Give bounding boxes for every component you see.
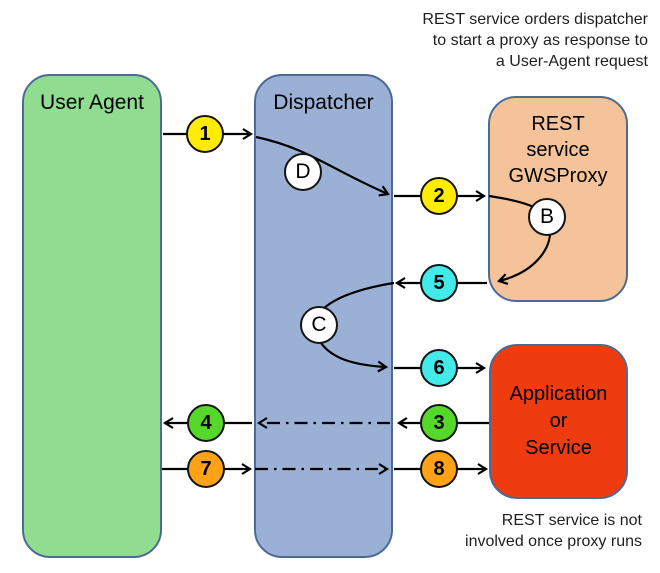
application-label-line3: Service [525, 437, 592, 459]
rest-service-label-line1: REST [531, 113, 585, 135]
rest-service-label-line2: service [526, 139, 590, 161]
flow-d-curve-inside-dispatcher [255, 135, 390, 197]
dispatcher-label: Dispatcher [273, 91, 374, 114]
dispatcher-box: Dispatcher [254, 74, 393, 558]
application-box: Application or Service [489, 344, 628, 499]
note-top-line2: to start a proxy as response to [432, 32, 648, 49]
letter-circle-d: D [284, 153, 322, 191]
rest-service-label-line3: GWSProxy [508, 165, 608, 187]
user-agent-label: User Agent [40, 91, 144, 114]
application-label-line2: or [549, 410, 568, 432]
step-circle-1: 1 [186, 115, 224, 153]
note-top-line3: a User-Agent request [495, 53, 648, 70]
letter-circle-c: C [300, 306, 338, 344]
flow-c-curve-in [321, 281, 395, 311]
user-agent-box: User Agent [22, 74, 162, 558]
application-label-line1: Application [509, 383, 608, 405]
step-circle-5: 5 [420, 264, 458, 302]
step-circle-2: 2 [420, 177, 458, 215]
step-circle-6: 6 [420, 349, 458, 387]
note-bottom-line2: involved once proxy runs [465, 533, 642, 550]
note-rest-orders-dispatcher: REST service orders dispatcher to start … [422, 9, 648, 72]
note-rest-not-involved: REST service is not involved once proxy … [465, 510, 642, 552]
flow-c-curve-out [320, 342, 389, 373]
step-circle-4: 4 [187, 404, 225, 442]
note-top-line1: REST service orders dispatcher [422, 11, 648, 28]
step-circle-3: 3 [420, 404, 458, 442]
letter-circle-b: B [528, 198, 566, 236]
step-circle-8: 8 [420, 450, 458, 488]
step-circle-7: 7 [187, 450, 225, 488]
note-bottom-line1: REST service is not [501, 512, 642, 529]
